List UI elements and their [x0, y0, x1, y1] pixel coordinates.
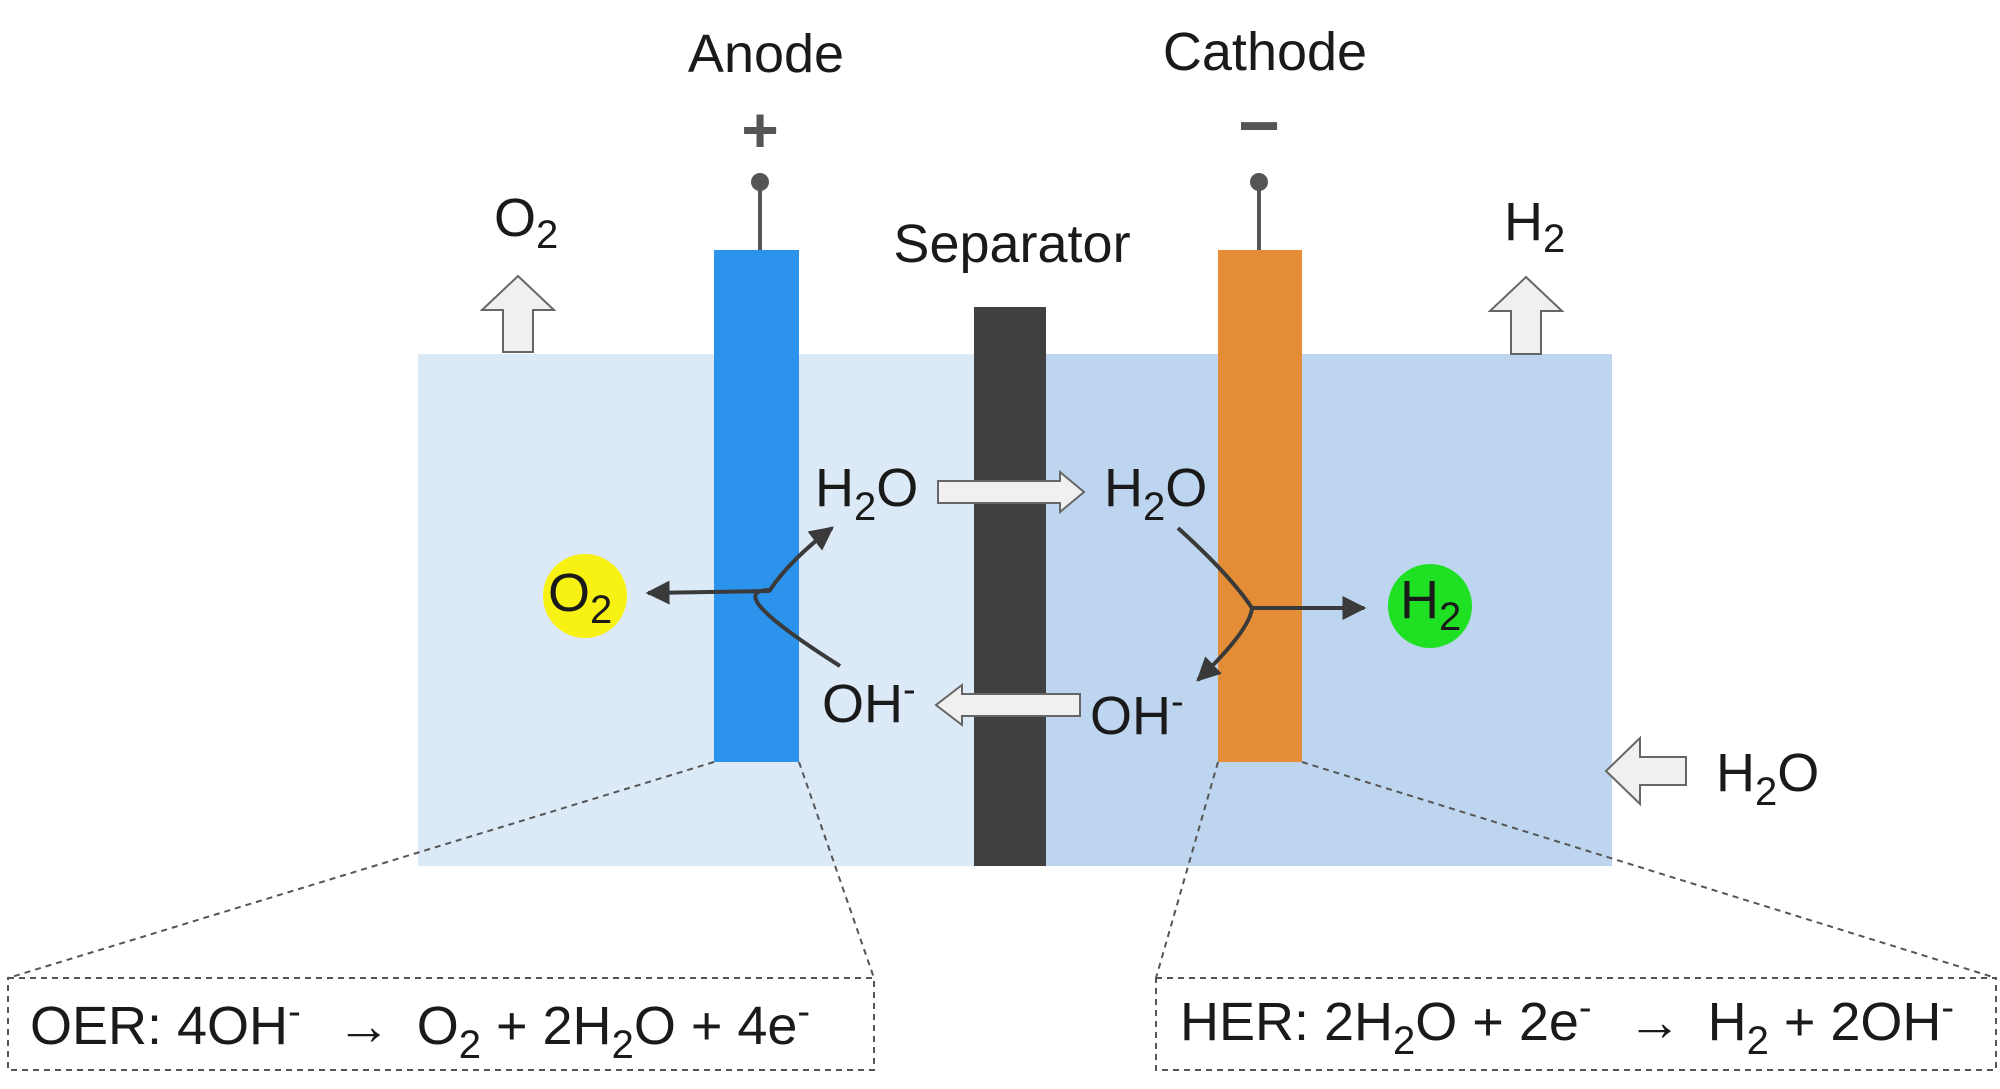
h2o-cathode-side-label: H2O [1104, 458, 1207, 529]
cathode-minus-sign: − [1238, 86, 1280, 166]
h2o-feed-arrow [1604, 735, 1687, 807]
h2-outlet-label: H2 [1504, 192, 1565, 261]
oer-zoom-line-left [7, 761, 715, 979]
h2-bubble [1388, 564, 1472, 648]
cathode-terminal-dot [1250, 173, 1268, 191]
h2-bubble-label: H2 [1400, 570, 1461, 639]
her-equation-box [1155, 977, 1997, 1071]
cathode-electrode [1218, 250, 1302, 762]
oer-equation-box [7, 977, 875, 1071]
o2-outlet-arrow [479, 274, 557, 353]
oh-anode-side-label: OH- [822, 669, 916, 734]
oer-equation: OER: 4OH-→O2 + 2H2O + 4e- [30, 991, 810, 1067]
h2-outlet-arrow [1487, 275, 1565, 355]
oer-zoom-line-right [798, 761, 875, 979]
o2-bubble [543, 554, 627, 638]
anode-plus-sign: + [741, 94, 778, 166]
o2-bubble-label: O2 [548, 563, 612, 632]
anode-electrode [714, 250, 799, 762]
anode-terminal-dot [751, 173, 769, 191]
her-zoom-line-right [1301, 761, 1997, 979]
separator-membrane [974, 307, 1046, 866]
cathode-label: Cathode [1163, 22, 1367, 82]
h2o-transport-arrow [937, 469, 1086, 515]
her-equation: HER: 2H2O + 2e-→H2 + 2OH- [1180, 987, 1954, 1063]
anode-label: Anode [688, 24, 844, 84]
oh-transport-arrow [934, 682, 1081, 728]
separator-label: Separator [893, 214, 1130, 274]
h2o-anode-side-label: H2O [815, 458, 918, 529]
oh-cathode-side-label: OH- [1090, 681, 1184, 746]
o2-outlet-label: O2 [494, 188, 558, 257]
anode-o2-release-arrow [645, 580, 771, 605]
cathode-h2o-to-oh-arrow [1176, 526, 1255, 682]
her-zoom-line-left [1155, 761, 1219, 979]
h2o-feed-label: H2O [1716, 743, 1819, 814]
